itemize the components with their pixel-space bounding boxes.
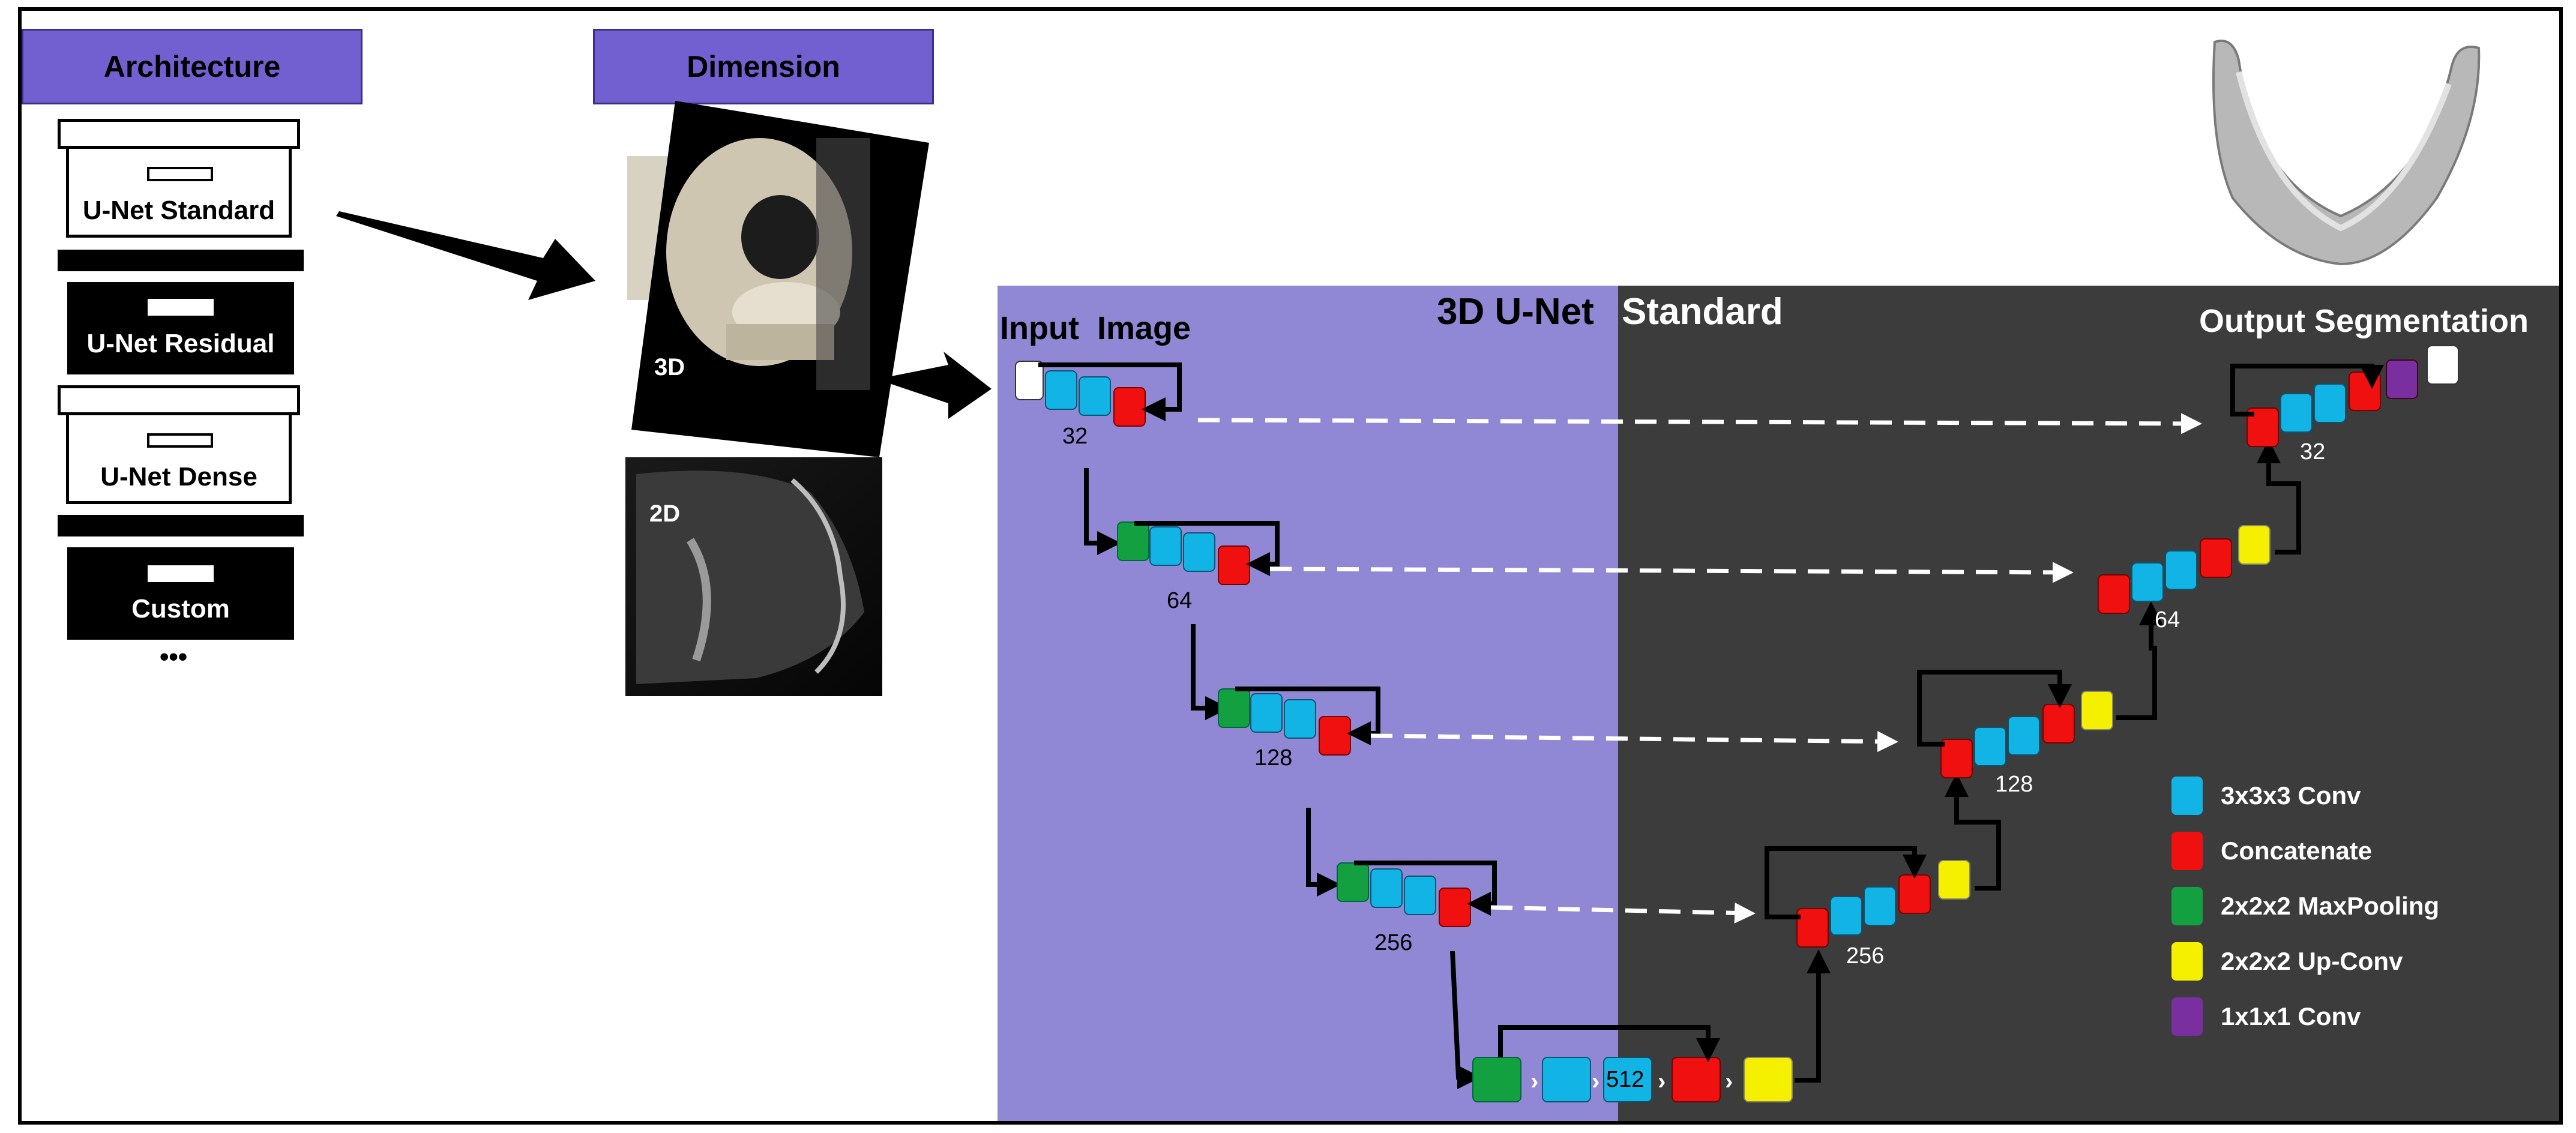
decoder-level-4 (1765, 773, 2001, 948)
encoder-level-3 (1218, 687, 1380, 756)
encoder-filters-2: 64 (1167, 588, 1193, 613)
encoder-down-arrow-4 (1450, 951, 1481, 1089)
drawer-handle-icon (147, 433, 213, 448)
legend-label-conv: 3x3x3 Conv (2221, 781, 2361, 810)
legend-label-concat: Concatenate (2221, 837, 2373, 865)
legend-swatch-maxpool (2171, 887, 2203, 925)
svg-text:›: › (1592, 1068, 1599, 1095)
bottleneck-filters: 512 (1606, 1067, 1645, 1092)
arch-option-unet-dense-body[interactable]: U-Net Dense (66, 415, 292, 504)
input-image-label: Input Image (1000, 310, 1191, 346)
encoder-down-arrow-1 (1084, 468, 1121, 555)
svg-text:›: › (1725, 1068, 1733, 1095)
arrow-dim-to-net-icon (888, 352, 992, 419)
svg-text:›: › (1658, 1068, 1666, 1095)
arch-option-label: U-Net Residual (86, 329, 275, 358)
output-segmentation-label: Output Segmentation (2199, 303, 2529, 339)
skip-connection-2 (1269, 562, 2074, 583)
legend-label-upconv: 2x2x2 Up-Conv (2221, 947, 2403, 975)
ct-slice-2d-image (625, 457, 882, 696)
encoder-filters-1: 32 (1062, 424, 1088, 449)
legend-swatch-upconv (2171, 942, 2203, 981)
drawer-handle-icon (148, 565, 214, 582)
decoder-level-2 (2098, 439, 2301, 614)
network-title-left: 3D U-Net (1437, 291, 1594, 332)
arch-option-unet-standard[interactable] (58, 119, 300, 149)
decoder-level-1 (2230, 345, 2459, 447)
decoder-filters-3: 128 (1995, 772, 2033, 797)
encoder-down-arrow-3 (1306, 808, 1341, 897)
outer-border (18, 7, 2563, 1125)
legend-label-final-conv: 1x1x1 Conv (2221, 1002, 2361, 1030)
network-title-right: Standard (1622, 291, 1783, 332)
decoder-level-3 (1917, 601, 2163, 778)
arch-option-unet-dense[interactable] (58, 385, 300, 415)
encoder-level-4 (1337, 861, 1497, 927)
encoder-filters-4: 256 (1374, 930, 1413, 955)
arrow-arch-to-dim-icon (336, 211, 595, 300)
decoder-filters-1: 32 (2300, 439, 2326, 464)
arch-option-custom[interactable]: Custom (67, 547, 294, 640)
architecture-header-text: Architecture (103, 50, 281, 83)
arch-option-label: U-Net Dense (100, 462, 257, 491)
decoder-filters-4: 256 (1846, 943, 1885, 969)
encoder-level-1 (1015, 361, 1182, 427)
encoder-filters-3: 128 (1254, 745, 1293, 771)
mandible-output-image (2212, 40, 2481, 266)
legend-label-maxpool: 2x2x2 MaxPooling (2221, 892, 2440, 920)
arch-option-label: Custom (131, 594, 230, 624)
architecture-header: Architecture (22, 29, 363, 104)
svg-text:›: › (1530, 1068, 1538, 1095)
dim-2d-label[interactable]: 2D (649, 500, 681, 527)
drawer-handle-icon (148, 299, 214, 316)
encoder-down-arrow-2 (1191, 624, 1229, 720)
dimension-header: Dimension (593, 29, 934, 104)
arch-more-ellipsis: ••• (160, 642, 188, 672)
legend-swatch-concat (2171, 832, 2203, 870)
arch-option-label: U-Net Standard (82, 196, 275, 225)
arch-divider-2 (58, 515, 304, 536)
arch-option-unet-residual[interactable]: U-Net Residual (67, 282, 294, 374)
drawer-handle-icon (147, 167, 213, 181)
skip-connection-4 (1490, 902, 1756, 924)
dimension-header-text: Dimension (687, 50, 840, 83)
decoder-filters-2: 64 (2155, 607, 2180, 633)
legend-swatch-conv (2171, 777, 2203, 815)
skip-connection-1 (1197, 413, 2202, 434)
skip-connection-3 (1370, 731, 1898, 753)
skull-3d-panel (631, 101, 929, 457)
legend-swatch-final-conv (2171, 997, 2203, 1036)
arch-divider-1 (58, 250, 304, 271)
encoder-level-2 (1117, 521, 1280, 585)
dim-3d-label[interactable]: 3D (654, 354, 685, 380)
arch-option-unet-standard-body[interactable]: U-Net Standard (66, 149, 292, 238)
bottleneck-block: › › › › (1472, 949, 1831, 1102)
